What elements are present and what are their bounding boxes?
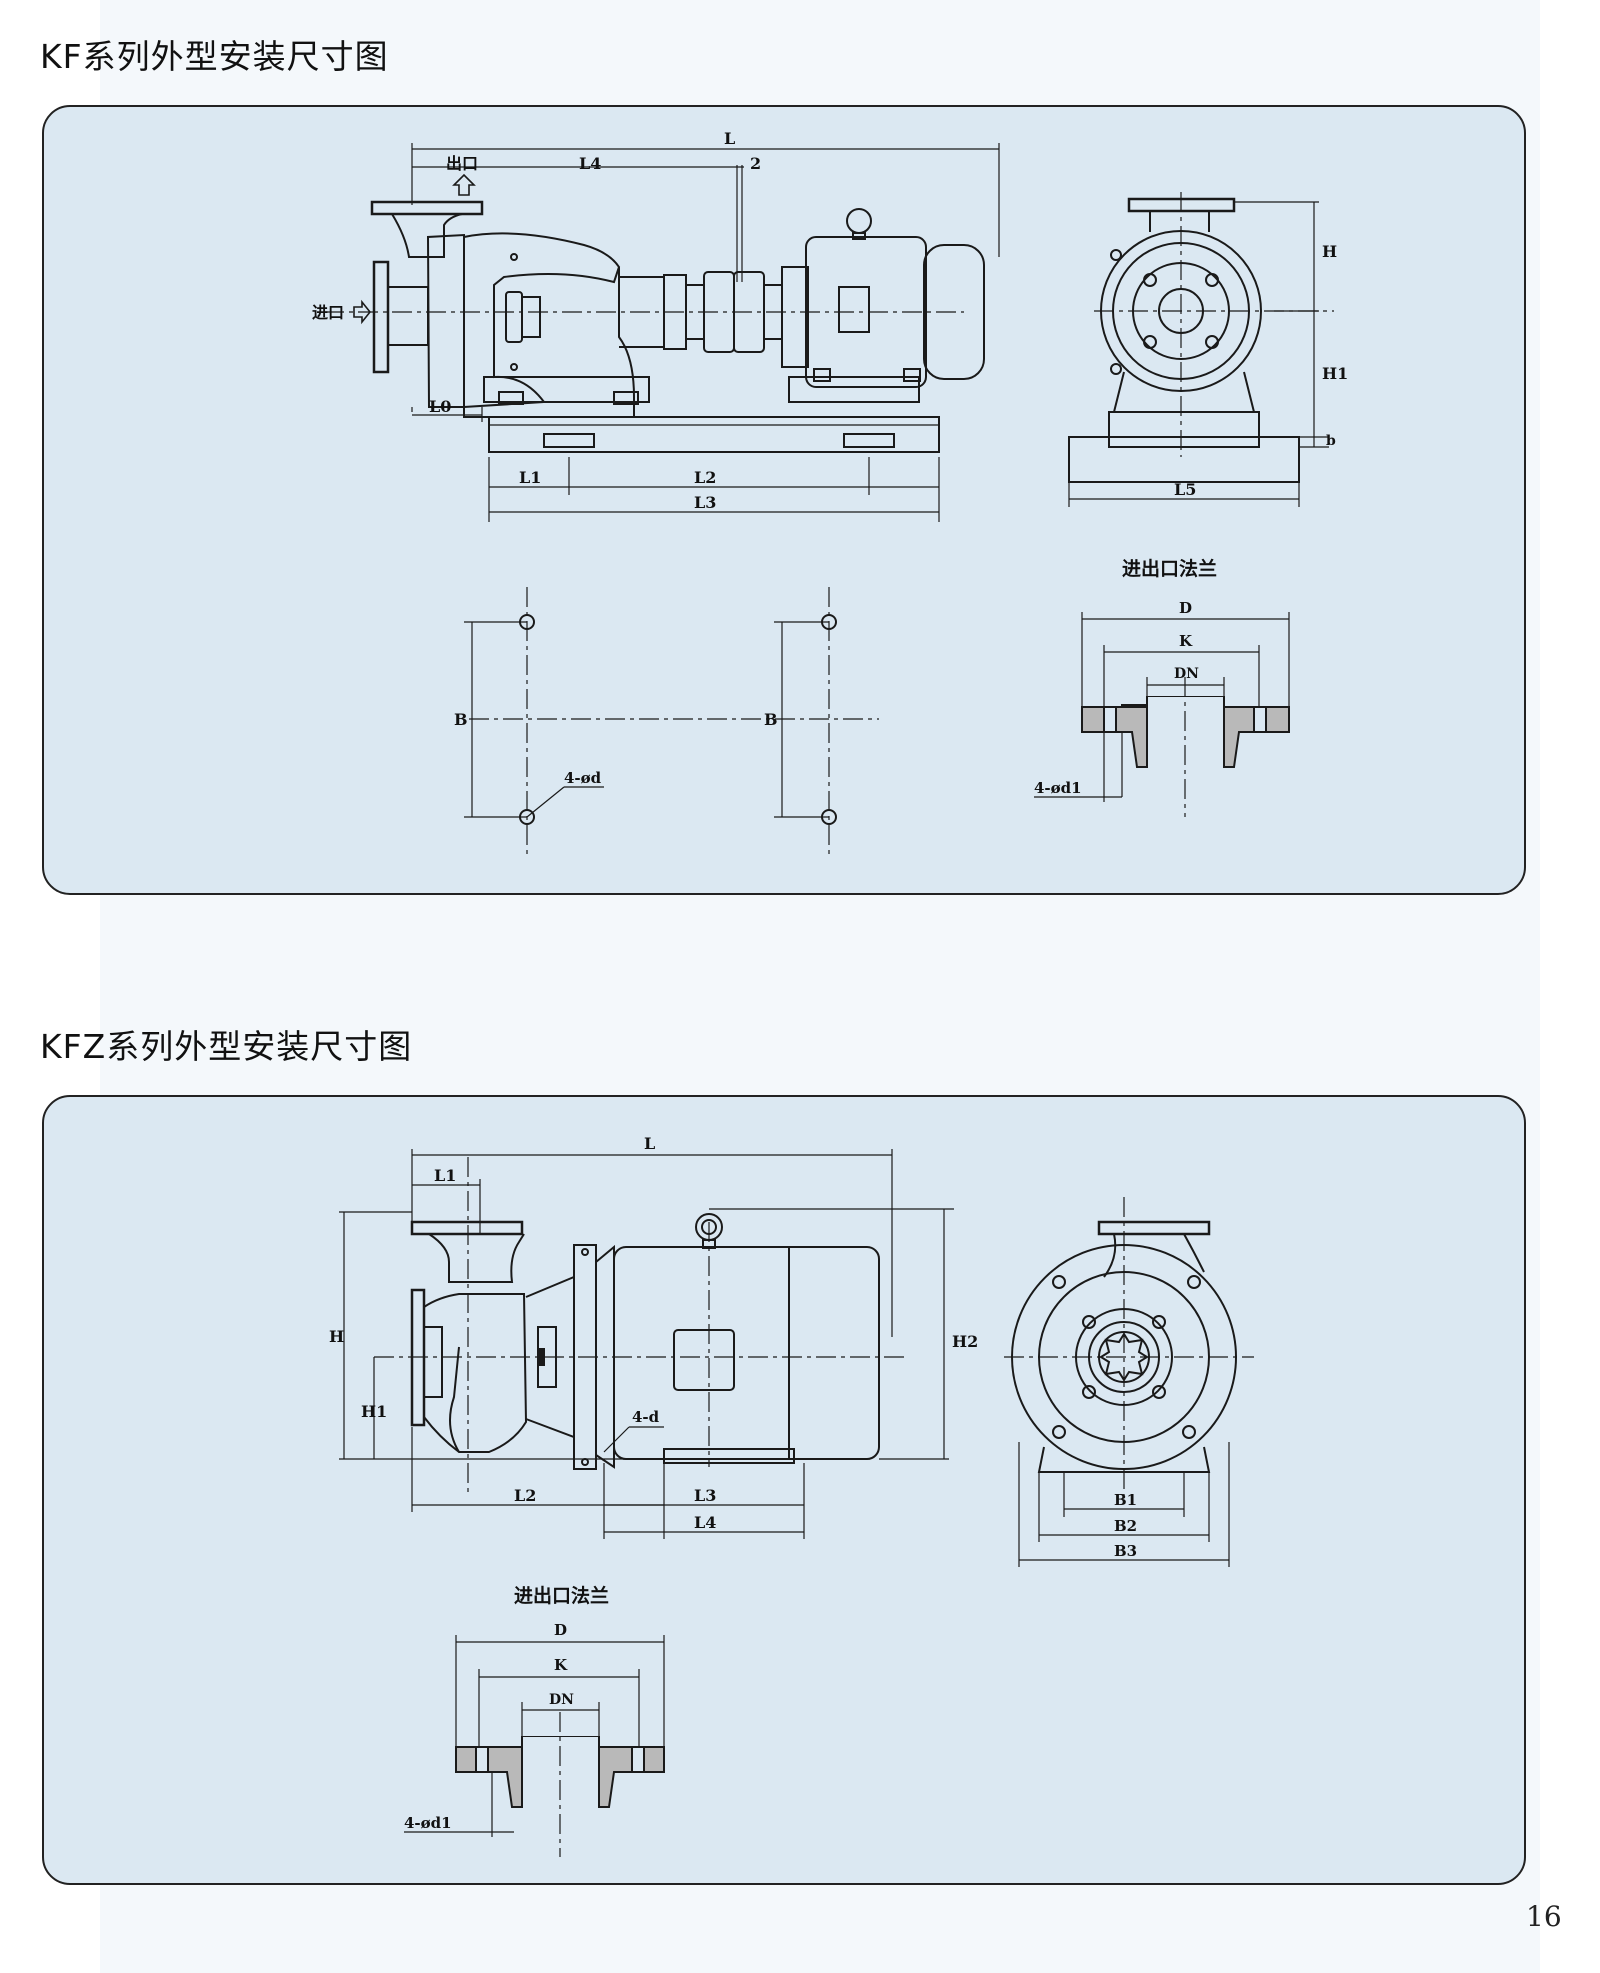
kfz-flange-label-K: K <box>554 1656 568 1674</box>
kf-label-inlet: 进口 <box>312 303 344 322</box>
kf-drawing: L L4 2 出口 进口 L0 L1 L2 L3 <box>312 129 1348 857</box>
kfz-label-L1: L1 <box>434 1166 456 1185</box>
kf-label-L1: L1 <box>519 468 541 487</box>
kf-flange-label-DN: DN <box>1174 666 1199 682</box>
kf-label-H1: H1 <box>1322 364 1348 383</box>
page-number: 16 <box>1526 1900 1562 1933</box>
kf-flange-label-hole-d1: 4-ød1 <box>1034 779 1082 797</box>
kfz-diagram-panel: L L1 H H1 H2 4-d L2 L3 L4 <box>42 1095 1526 1885</box>
kfz-flange-title: 进出口法兰 <box>514 1584 609 1607</box>
kf-label-L0: L0 <box>429 397 451 416</box>
kfz-label-B1: B1 <box>1114 1491 1137 1509</box>
kf-label-L4: L4 <box>579 154 601 173</box>
kf-label-L3: L3 <box>694 493 716 512</box>
kfz-label-hole-d: 4-d <box>632 1408 660 1426</box>
kf-label-B-right: B <box>764 710 778 729</box>
kfz-label-H1: H1 <box>361 1402 387 1421</box>
kfz-label-H2: H2 <box>952 1332 978 1351</box>
kfz-flange-label-DN: DN <box>549 1692 574 1708</box>
kf-end-view: H H1 b L5 <box>1068 192 1348 507</box>
kf-label-H: H <box>1322 242 1337 261</box>
kf-label-outlet: 出口 <box>446 154 478 173</box>
kf-label-2: 2 <box>750 154 761 173</box>
kfz-label-B2: B2 <box>1114 1517 1137 1535</box>
kfz-label-L3: L3 <box>694 1486 716 1505</box>
kfz-label-L4: L4 <box>694 1513 716 1532</box>
kf-label-L5: L5 <box>1174 480 1196 499</box>
kfz-drawing: L L1 H H1 H2 4-d L2 L3 L4 <box>329 1134 1254 1857</box>
kfz-side-view: L L1 H H1 H2 4-d L2 L3 L4 <box>329 1134 978 1539</box>
kf-diagram-panel: L L4 2 出口 进口 L0 L1 L2 L3 <box>42 105 1526 895</box>
kf-flange-label-K: K <box>1179 632 1193 650</box>
kf-label-L2: L2 <box>694 468 716 487</box>
kf-label-hole-d: 4-ød <box>564 769 602 787</box>
kfz-label-L: L <box>644 1134 655 1153</box>
kfz-label-B3: B3 <box>1114 1542 1137 1560</box>
kfz-end-view: B1 B2 B3 <box>1004 1197 1254 1567</box>
kf-foundation-plan: B B 4-ød <box>454 587 879 857</box>
kfz-label-L2: L2 <box>514 1486 536 1505</box>
kfz-label-H: H <box>329 1327 344 1346</box>
kf-label-b: b <box>1326 433 1336 449</box>
kf-label-B-left: B <box>454 710 468 729</box>
kfz-flange-label-D: D <box>554 1621 567 1639</box>
kfz-flange-label-hole-d1: 4-ød1 <box>404 1814 452 1832</box>
kfz-section-title: KFZ系列外型安装尺寸图 <box>40 1027 413 1066</box>
kf-flange-detail: 进出口法兰 D K DN <box>1034 557 1290 817</box>
kfz-flange-detail: 进出口法兰 D K DN 4 <box>404 1584 665 1857</box>
kf-label-L: L <box>724 129 735 148</box>
kf-side-view: L L4 2 出口 进口 L0 L1 L2 L3 <box>312 129 1000 522</box>
kf-section-title: KF系列外型安装尺寸图 <box>40 37 389 76</box>
kf-flange-label-D: D <box>1179 599 1192 617</box>
kf-flange-title: 进出口法兰 <box>1122 557 1217 580</box>
